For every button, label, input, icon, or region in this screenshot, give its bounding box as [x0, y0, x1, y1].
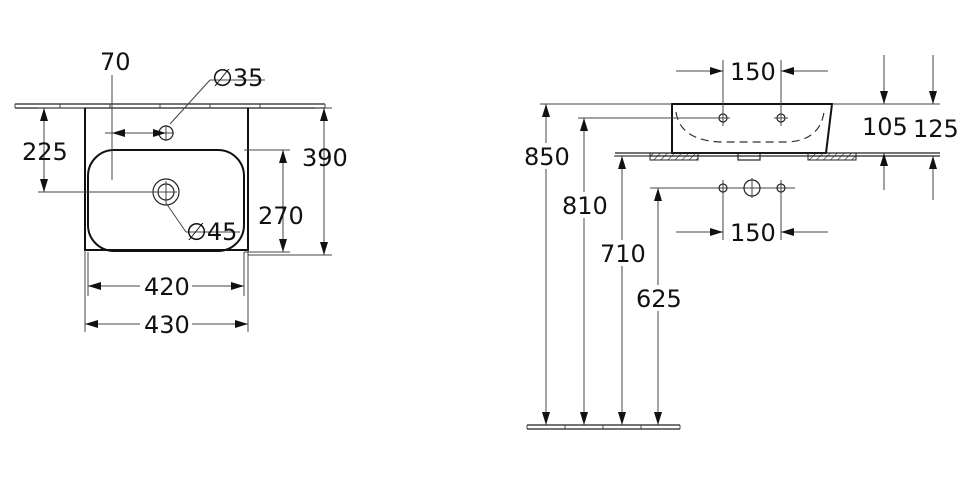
dim-270-label: 270 [258, 202, 304, 230]
dim-430: 430 [84, 250, 249, 339]
dim-225: 225 [22, 107, 166, 193]
dim-625-label: 625 [636, 285, 682, 313]
dim-810: 810 [562, 117, 723, 425]
dim-105-label: 105 [862, 113, 908, 141]
dim-225-label: 225 [22, 138, 68, 166]
dim-430-label: 430 [144, 311, 190, 339]
dim-dia45-label: ∅45 [186, 218, 237, 246]
basin-bowl-hidden [675, 111, 825, 143]
dim-850: 850 [524, 103, 672, 425]
dim-70-label: 70 [100, 48, 131, 76]
dim-150-bottom-label: 150 [730, 219, 776, 247]
side-view: 150 105 125 850 [524, 55, 959, 430]
dim-dia35-label: ∅35 [212, 64, 263, 92]
dim-dia45: ∅45 [165, 202, 240, 246]
dim-125-label: 125 [913, 115, 959, 143]
dim-150-top: 150 [676, 58, 828, 126]
dim-150-bottom: 150 [676, 196, 828, 247]
basin-bowl [87, 149, 245, 252]
countertop [615, 152, 940, 161]
dim-125: 125 [913, 55, 959, 200]
dim-390-label: 390 [302, 144, 348, 172]
basin-side-body [671, 103, 834, 154]
tap-holes-side [716, 111, 788, 125]
wall-connection-holes [650, 178, 795, 198]
dim-105: 105 [832, 55, 940, 190]
floor-line [526, 424, 681, 430]
dim-420-label: 420 [144, 273, 190, 301]
dim-420: 420 [87, 252, 245, 301]
dim-150-top-label: 150 [730, 58, 776, 86]
dim-dia35: ∅35 [169, 64, 265, 125]
dim-270: 270 [244, 149, 304, 253]
dim-850-label: 850 [524, 143, 570, 171]
dim-710: 710 [600, 155, 650, 425]
dim-710-label: 710 [600, 240, 646, 268]
dim-810-label: 810 [562, 192, 608, 220]
top-view: 70 ∅35 225 ∅45 [14, 48, 348, 339]
dim-70: 70 [100, 48, 166, 180]
dim-390: 390 [248, 107, 348, 256]
wall-line [14, 103, 326, 109]
dim-625: 625 [636, 188, 682, 425]
